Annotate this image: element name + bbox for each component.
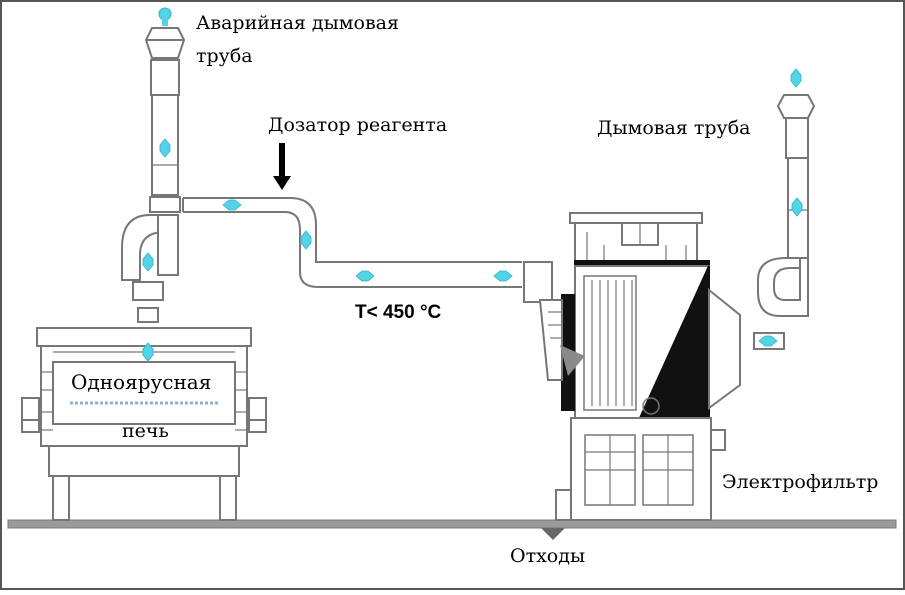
furnace-label-line1: Одноярусная	[71, 370, 212, 394]
emergency-stack-label-line2: труба	[196, 45, 253, 67]
filter-valve	[642, 397, 660, 415]
single-tier-furnace	[21, 327, 267, 521]
ground-line	[7, 519, 897, 529]
reagent-doser-label: Дозатор реагента	[268, 114, 448, 136]
waste-label: Отходы	[510, 545, 586, 567]
flow-arrow-duct-1	[222, 199, 242, 211]
electrofilter-label: Электрофильтр	[722, 471, 879, 493]
flow-arrow-duct-3	[355, 270, 375, 282]
stack	[753, 94, 816, 350]
emergency-stack-top-icon	[158, 7, 172, 26]
emergency-stack-label-line1: Аварийная дымовая	[196, 12, 399, 34]
furnace-label-line2: печь	[122, 420, 169, 442]
flow-arrow-elbow	[142, 252, 154, 272]
flow-arrow-stack-top	[790, 68, 802, 88]
waste-outlet-arrow	[541, 528, 565, 540]
reagent-doser-arrow	[273, 143, 291, 190]
electrofilter	[523, 212, 741, 521]
furnace-outlet-elbow	[121, 214, 179, 323]
emergency-stack	[144, 27, 186, 213]
flow-arrow-duct-2	[300, 230, 312, 250]
stack-label: Дымовая труба	[597, 117, 751, 139]
flow-arrow-duct-4	[493, 270, 513, 282]
hopper-arrow	[560, 345, 585, 376]
flue-gas-duct	[182, 197, 522, 288]
temperature-label: T< 450 °C	[355, 302, 442, 323]
